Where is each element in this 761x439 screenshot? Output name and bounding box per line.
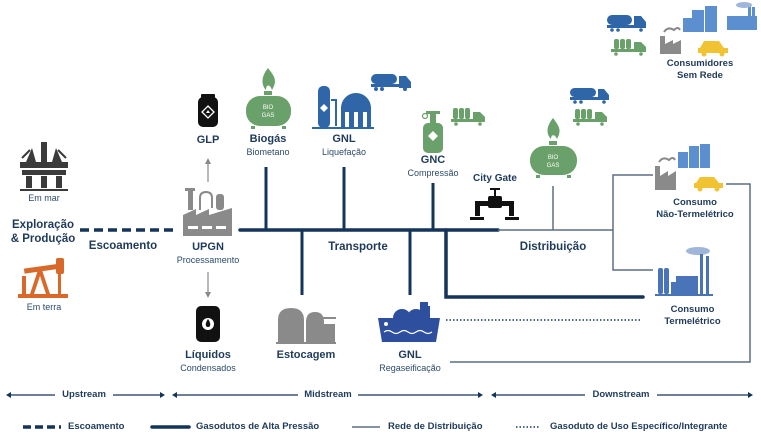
processing-plant-icon bbox=[183, 188, 232, 236]
buildings-icon bbox=[683, 6, 717, 32]
termo-line1: Consumo bbox=[670, 304, 715, 315]
exploracao-producao-label: Exploração & Produção bbox=[8, 218, 78, 246]
distribution-regas-loop bbox=[450, 183, 751, 363]
escoamento-label: Escoamento bbox=[88, 240, 158, 252]
cng-truck-icon-3 bbox=[611, 39, 646, 56]
upgn-title: UPGN bbox=[192, 241, 224, 253]
liquefaction-plant-icon bbox=[312, 86, 374, 129]
biogas-tank-text1: BIO bbox=[263, 105, 274, 111]
upgn-subtitle: Processamento bbox=[176, 255, 240, 265]
stage-upstream: Upstream bbox=[62, 389, 106, 400]
cng-truck-icon-2 bbox=[573, 109, 607, 126]
gnl-liquefacao-title: GNL bbox=[332, 133, 356, 145]
factory-icon bbox=[660, 27, 681, 54]
nao-termo-line1: Consumo bbox=[673, 197, 717, 208]
em-mar-label: Em mar bbox=[28, 193, 60, 203]
non-thermal-consumption-icons bbox=[655, 144, 723, 192]
consumidores-line1: Consumidores bbox=[666, 58, 734, 69]
pumpjack-icon bbox=[18, 258, 68, 298]
car-icon bbox=[698, 41, 728, 57]
oil-barrel-icon bbox=[196, 306, 220, 342]
factory-icon-2 bbox=[655, 157, 676, 190]
legend-rede-distribuicao: Rede de Distribuição bbox=[388, 421, 483, 432]
buildings-icon-2 bbox=[678, 144, 710, 168]
exploracao-line2: & Produção bbox=[10, 233, 76, 245]
consumidores-line2: Sem Rede bbox=[677, 70, 723, 81]
biogas-distribution-tank-icon: BIO GAS bbox=[530, 118, 577, 178]
biogas-tank-text2: GAS bbox=[262, 113, 275, 119]
stage-arrows bbox=[6, 392, 753, 398]
gas-cylinder-icon bbox=[198, 94, 218, 127]
estocagem-title: Estocagem bbox=[276, 349, 336, 361]
liquidos-subtitle: Condensados bbox=[180, 363, 236, 373]
legend-gasoduto-uso-especifico: Gasoduto de Uso Específico/Integrante bbox=[550, 421, 728, 432]
lng-ship-icon bbox=[378, 302, 440, 342]
gnl-liquefacao-subtitle: Liquefação bbox=[321, 147, 367, 157]
gnc-title: GNC bbox=[420, 154, 446, 166]
legend-escoamento: Escoamento bbox=[68, 421, 125, 432]
lng-truck-icon bbox=[371, 74, 411, 91]
stage-downstream: Downstream bbox=[592, 389, 650, 400]
biogas-dist-tank-text2: GAS bbox=[547, 163, 560, 169]
consumo-termeletrico-label: Consumo Termelétrico bbox=[640, 304, 745, 328]
transporte-label: Transporte bbox=[328, 241, 388, 253]
distribution-consumer-loop bbox=[612, 174, 653, 271]
lng-truck-icon-2 bbox=[570, 88, 609, 104]
power-plant-icon bbox=[727, 2, 757, 30]
gnc-subtitle: Compressão bbox=[407, 168, 459, 178]
glp-title: GLP bbox=[196, 134, 220, 146]
cng-cylinder-icon bbox=[421, 111, 443, 153]
termo-line2: Termelétrico bbox=[664, 316, 721, 327]
thermal-power-plant-icon bbox=[655, 247, 713, 296]
nao-termo-line2: Não-Termelétrico bbox=[656, 209, 734, 220]
legend-gasodutos-alta-pressao: Gasodutos de Alta Pressão bbox=[196, 421, 320, 432]
car-icon-2 bbox=[694, 177, 723, 192]
offshore-platform-icon bbox=[20, 142, 68, 191]
city-gate-title: City Gate bbox=[473, 173, 517, 184]
gnl-regaseificacao-subtitle: Regaseificação bbox=[379, 363, 441, 373]
branch-termeletrico bbox=[444, 228, 645, 299]
lng-truck-icon-3 bbox=[607, 15, 646, 32]
consumo-nao-termeletrico-label: Consumo Não-Termelétrico bbox=[640, 197, 750, 221]
liquidos-title: Líquidos bbox=[185, 349, 231, 361]
distribuicao-label: Distribuição bbox=[519, 241, 587, 253]
arrow-head-liquidos bbox=[205, 292, 211, 298]
consumers-no-grid-icons bbox=[607, 2, 757, 57]
biogas-subtitle: Biometano bbox=[246, 147, 290, 157]
gnl-regaseificacao-title: GNL bbox=[398, 349, 422, 361]
consumidores-sem-rede-label: Consumidores Sem Rede bbox=[650, 58, 750, 82]
stage-midstream: Midstream bbox=[304, 389, 352, 400]
cng-truck-icon bbox=[451, 108, 485, 126]
em-terra-label: Em terra bbox=[26, 302, 62, 312]
biogas-tank-icon: BIO GAS bbox=[246, 68, 291, 129]
exploracao-line1: Exploração bbox=[12, 219, 74, 231]
valve-icon bbox=[470, 188, 519, 220]
biogas-dist-tank-text1: BIO bbox=[548, 155, 559, 161]
arrow-head-glp bbox=[205, 158, 211, 164]
biogas-title: Biogás bbox=[249, 133, 287, 145]
storage-tanks-icon bbox=[276, 308, 336, 344]
pipelines bbox=[80, 158, 751, 363]
